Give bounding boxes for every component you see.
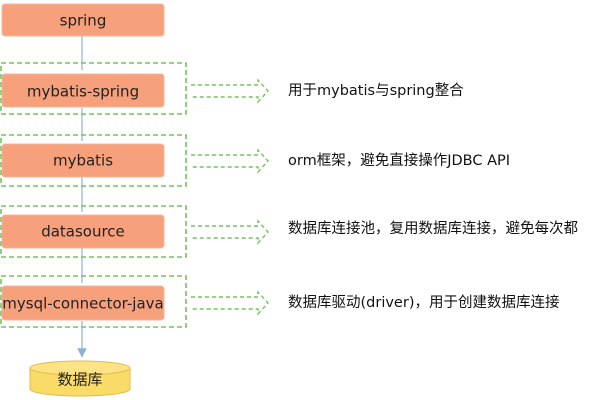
node-label-mybatis: mybatis bbox=[53, 152, 113, 170]
node-datasource: datasource bbox=[1, 214, 165, 249]
dashed-box-mysql-connector bbox=[0, 275, 187, 328]
description-mybatis-spring: 用于mybatis与spring整合 bbox=[288, 83, 464, 99]
description-datasource: 数据库连接池，复用数据库连接，避免每次都 bbox=[288, 221, 578, 237]
dashed-box-mybatis bbox=[0, 134, 187, 187]
dashed-box-datasource bbox=[0, 205, 187, 258]
dashed-arrow-mysql-connector bbox=[191, 290, 269, 316]
dashed-arrow-mybatis-spring bbox=[191, 78, 269, 104]
dashed-group-boxes bbox=[0, 62, 187, 328]
node-spring: spring bbox=[1, 3, 165, 37]
database-cylinder-icon: 数据库 bbox=[29, 360, 131, 397]
dashed-arrow-datasource bbox=[191, 219, 269, 245]
description-mybatis: orm框架，避免直接操作JDBC API bbox=[288, 153, 511, 169]
node-label-mybatis-spring: mybatis-spring bbox=[27, 83, 139, 101]
dashed-arrow-mybatis bbox=[191, 148, 269, 174]
node-label-spring: spring bbox=[60, 12, 107, 30]
database-label: 数据库 bbox=[57, 371, 102, 389]
node-mybatis-spring: mybatis-spring bbox=[1, 73, 165, 108]
description-mysql-connector-java: 数据库驱动(driver)，用于创建数据库连接 bbox=[288, 295, 560, 311]
dashed-box-mybatis-spring bbox=[0, 62, 187, 115]
node-mysql-connector-java: mysql-connector-java bbox=[1, 285, 165, 321]
node-mybatis: mybatis bbox=[1, 143, 165, 178]
node-label-datasource: datasource bbox=[41, 223, 125, 241]
node-label-mysql-connector-java: mysql-connector-java bbox=[2, 295, 163, 313]
